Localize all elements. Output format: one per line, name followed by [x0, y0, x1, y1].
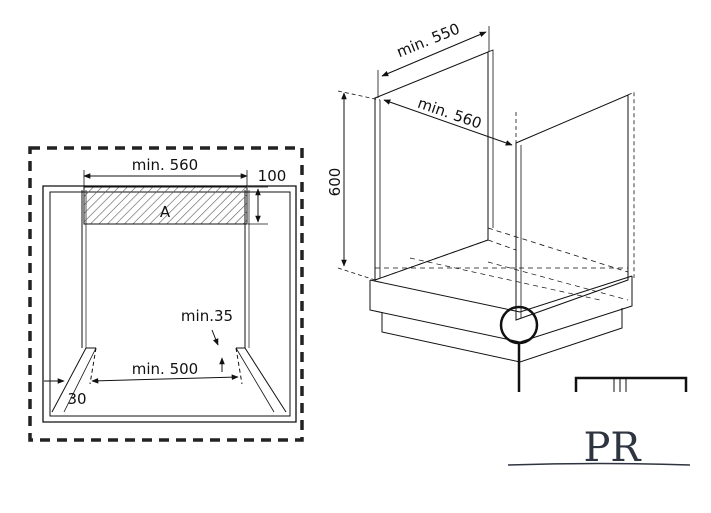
- floor-right-slant-inner: [235, 347, 275, 413]
- depth-dimension-line: [91, 374, 239, 384]
- hidden-floor-back: [487, 227, 629, 273]
- floor-left-slant: [51, 347, 87, 413]
- front-view-dashed-frame: [28, 146, 304, 442]
- hidden-floor-diagonal: [374, 239, 517, 281]
- gap-label: min.35: [181, 307, 233, 325]
- detail-bracket-frame: [574, 376, 688, 392]
- cabinet-view: 600 min. 550 min. 560: [326, 20, 635, 392]
- cabinet-outline: [42, 185, 297, 423]
- width-label: min. 560: [132, 156, 198, 174]
- hidden-plinth-lines: [375, 257, 629, 301]
- hatched-area-a: [83, 186, 248, 225]
- floor-right-slant: [244, 347, 287, 413]
- cabinet-width-dimension: [383, 99, 513, 146]
- logo-swoosh: [507, 462, 691, 466]
- cabinet-left-panel-back-edge: [487, 49, 494, 228]
- floor-dashed-edges: [89, 347, 243, 385]
- front-view: A min. 560 100 min.35 min. 500 30: [28, 146, 304, 442]
- cabinet-base-top: [369, 275, 633, 313]
- detail-bracket: [574, 376, 688, 392]
- floor-left-slant-inner: [63, 347, 97, 413]
- cabinet-right-panel: [515, 94, 629, 321]
- pr-logo: PR: [507, 425, 691, 471]
- depth-label: min. 500: [132, 360, 198, 378]
- height-label: 100: [258, 167, 287, 185]
- gap-arrow: [211, 329, 219, 346]
- cabinet-height-extension-top: [337, 90, 381, 101]
- cabinet-height-extension-bottom: [337, 267, 376, 281]
- cabinet-depth-label: min. 550: [394, 20, 462, 62]
- cabinet-right-panel-back-dashed: [627, 91, 635, 278]
- cabinet-depth-dimension: [381, 31, 487, 77]
- side-label: 30: [67, 390, 86, 408]
- cabinet-height-label: 600: [326, 168, 344, 197]
- area-a-label: A: [160, 203, 171, 221]
